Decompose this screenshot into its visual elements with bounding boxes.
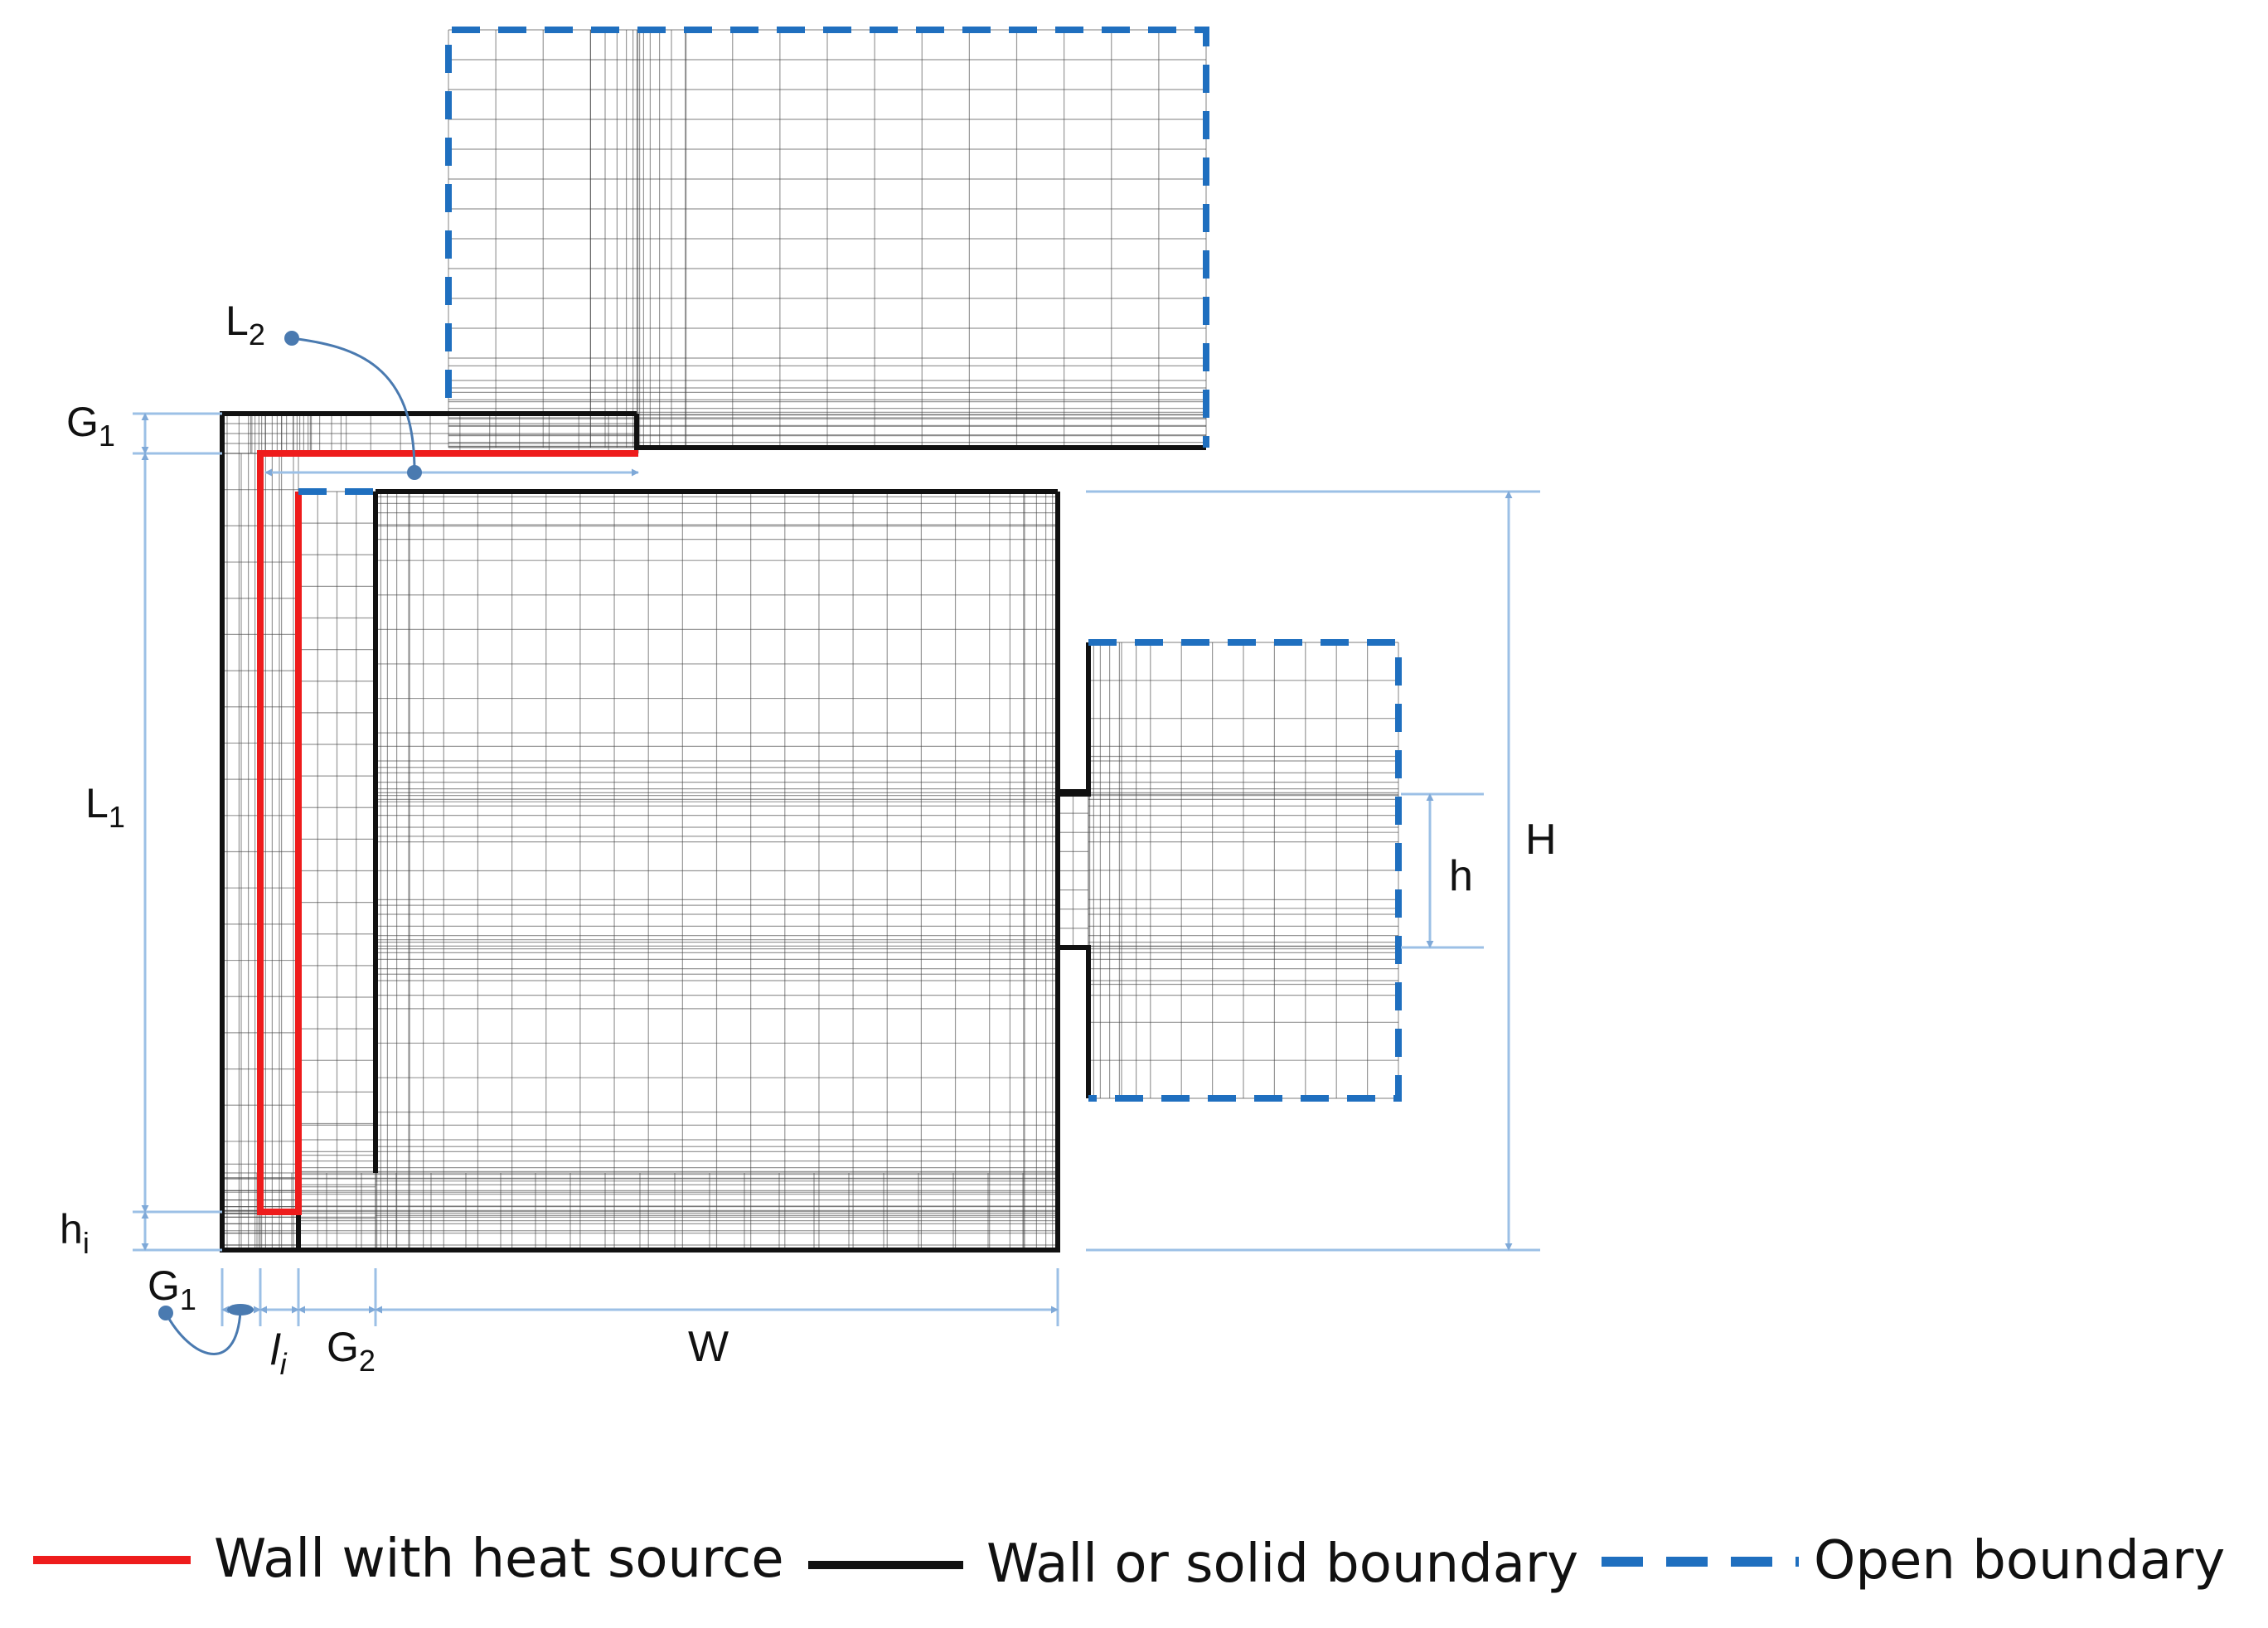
label-li: li: [270, 1326, 288, 1381]
leader-lines: [164, 337, 416, 1355]
label-L2: L2: [225, 298, 265, 351]
label-hi: hi: [60, 1206, 90, 1260]
heated-wall: [257, 450, 638, 1215]
side-reservoir-open-boundary: [1088, 639, 1402, 1102]
channel-top-wall: [634, 414, 1206, 450]
label-G1-bottom: G1: [148, 1262, 196, 1316]
label-h: h: [1449, 852, 1473, 900]
outlet-lower-lip: [1058, 945, 1091, 1098]
L2-leader-dot: [284, 331, 299, 346]
open-boundaries: [298, 27, 1402, 1102]
G1-leader: [164, 1311, 242, 1355]
L2-leader-end-dot: [407, 465, 422, 480]
legend-open-label: Open boundary: [1814, 1530, 2225, 1592]
label-L1: L1: [85, 780, 125, 834]
legend: Wall with heat source Wall or solid boun…: [33, 1529, 2225, 1595]
label-G2: G2: [327, 1324, 376, 1378]
legend-wall-label: Wall or solid boundary: [986, 1534, 1578, 1595]
label-G1-top: G1: [66, 399, 115, 453]
top-reservoir-open-boundary: [445, 27, 1209, 448]
leader-dots: [158, 331, 422, 1320]
label-W: W: [688, 1323, 729, 1371]
dimension-lines: [133, 412, 1540, 1326]
G1-leader-dot: [158, 1306, 173, 1320]
outlet-upper-lip: [1058, 642, 1091, 797]
legend-heat-label: Wall with heat source: [214, 1529, 784, 1590]
label-H: H: [1525, 816, 1557, 864]
computational-mesh: [221, 29, 1399, 1251]
L2-leader: [291, 337, 416, 472]
G1-leader-end-dot: [227, 1304, 254, 1315]
